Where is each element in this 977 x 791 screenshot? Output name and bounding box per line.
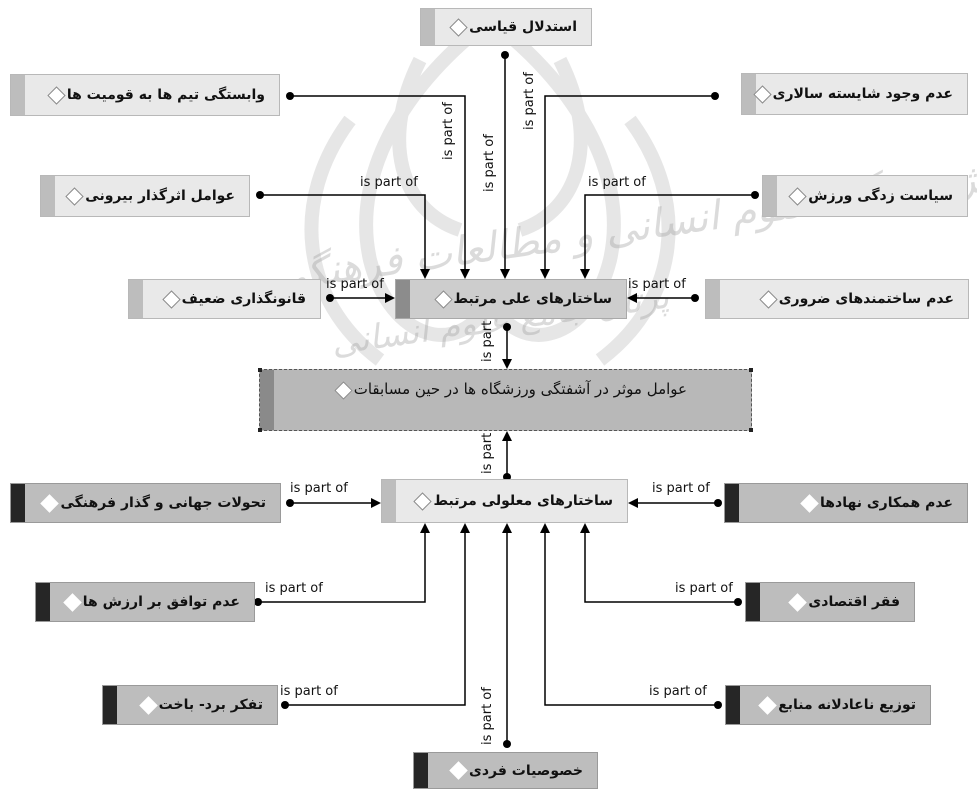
node-bar [746, 583, 760, 621]
node-tozi-naadelane[interactable]: توزیع ناعادلانه منابع [725, 685, 931, 725]
node-label: قانونگذاری ضعیف [181, 291, 306, 307]
node-sakhtarhaye-elli[interactable]: ساختارهای علی مرتبط [395, 279, 627, 319]
node-bar [421, 9, 435, 45]
node-label: فقر اقتصادی [808, 594, 900, 610]
node-bar [396, 280, 410, 318]
diamond-icon [788, 186, 807, 206]
node-bar [41, 176, 55, 216]
node-bar [706, 280, 720, 318]
edge-label: is part of [675, 581, 733, 596]
diamond-icon [758, 289, 778, 309]
diamond-icon [449, 17, 468, 37]
diamond-icon [800, 493, 819, 513]
selection-handle[interactable] [258, 368, 262, 372]
node-label: عدم ساختمندهای ضروری [778, 291, 954, 307]
diamond-icon [334, 381, 353, 400]
node-label: ساختارهای علی مرتبط [453, 291, 612, 307]
node-bar [11, 75, 25, 115]
node-bar [763, 176, 777, 216]
node-adam-hamkari[interactable]: عدم همکاری نهادها [724, 483, 968, 523]
edge-label: is part of [265, 581, 323, 596]
diamond-icon [413, 491, 433, 511]
node-faghr-eghtesadi[interactable]: فقر اقتصادی [745, 582, 915, 622]
edge-label: is part of [480, 687, 495, 745]
node-label: تحولات جهانی و گذار فرهنگی [60, 495, 266, 511]
edge-label: is part of [441, 102, 456, 160]
node-ghanoongozari[interactable]: قانونگذاری ضعیف [128, 279, 321, 319]
node-tafakor-bord-bakht[interactable]: تفکر برد- باخت [102, 685, 278, 725]
diamond-icon [161, 289, 181, 309]
node-label: ساختارهای معلولی مرتبط [433, 493, 613, 509]
node-sakhtarhaye-maaluli[interactable]: ساختارهای معلولی مرتبط [381, 479, 628, 523]
node-label: خصوصیات فردی [469, 762, 583, 779]
diamond-icon [788, 592, 808, 612]
node-tahavolat-jahani[interactable]: تحولات جهانی و گذار فرهنگی [10, 483, 281, 523]
node-khosoosiat-fardi[interactable]: خصوصیات فردی [413, 752, 598, 789]
node-bar [103, 686, 117, 724]
node-label: عدم وجود شایسته سالاری [772, 86, 953, 102]
node-adam-tavafogh[interactable]: عدم توافق بر ارزش ها [35, 582, 255, 622]
node-estedlal-ghiasi[interactable]: استدلال قیاسی [420, 8, 592, 46]
selection-handle[interactable] [258, 428, 262, 432]
node-bar [260, 370, 274, 430]
node-label: توزیع ناعادلانه منابع [778, 697, 916, 713]
selection-handle[interactable] [749, 428, 753, 432]
node-label: عوامل موثر در آشفتگی ورزشگاه ها در حین م… [353, 380, 687, 398]
node-bar [382, 480, 396, 522]
diamond-icon [65, 186, 84, 206]
node-main-factors[interactable]: عوامل موثر در آشفتگی ورزشگاه ها در حین م… [258, 368, 753, 432]
edge-label: is part of [649, 684, 707, 699]
edge-label: is part of [326, 277, 384, 292]
diamond-icon [138, 695, 158, 715]
node-siasat-zadegi[interactable]: سیاست زدگی ورزش [762, 175, 968, 217]
edge-label: is part of [280, 684, 338, 699]
diamond-icon [433, 289, 453, 309]
diamond-icon [63, 592, 82, 612]
node-label: استدلال قیاسی [469, 19, 577, 35]
node-bar [726, 686, 740, 724]
edge-label: is part of [652, 481, 710, 496]
node-bar [414, 753, 428, 788]
node-label: عدم توافق بر ارزش ها [82, 594, 240, 610]
node-label: تفکر برد- باخت [158, 697, 263, 713]
node-adam-shayeste-salari[interactable]: عدم وجود شایسته سالاری [741, 73, 968, 115]
diamond-icon [449, 761, 468, 780]
node-avamel-birooni[interactable]: عوامل اثرگذار بیرونی [40, 175, 250, 217]
diamond-icon [47, 85, 66, 105]
node-bar [129, 280, 143, 318]
selection-handle[interactable] [749, 368, 753, 372]
node-bar [742, 74, 756, 114]
node-label: عدم همکاری نهادها [820, 495, 953, 511]
node-label: عوامل اثرگذار بیرونی [85, 188, 235, 204]
node-bar [36, 583, 50, 621]
node-adam-sakhtmand[interactable]: عدم ساختمندهای ضروری [705, 279, 969, 319]
node-bar [725, 484, 739, 522]
edge-label: is part of [522, 72, 537, 130]
node-bar [11, 484, 25, 522]
node-label: وابستگی تیم ها به قومیت ها [66, 87, 265, 103]
edge-label: is part of [482, 134, 497, 192]
node-label: سیاست زدگی ورزش [808, 188, 953, 204]
diamond-icon [758, 695, 777, 715]
edge-label: is part of [360, 175, 418, 190]
edge-label: is part of [628, 277, 686, 292]
edge-label: is part of [588, 175, 646, 190]
edge-label: is part of [290, 481, 348, 496]
node-vabastegi-tim[interactable]: وابستگی تیم ها به قومیت ها [10, 74, 280, 116]
diamond-icon [40, 493, 60, 513]
